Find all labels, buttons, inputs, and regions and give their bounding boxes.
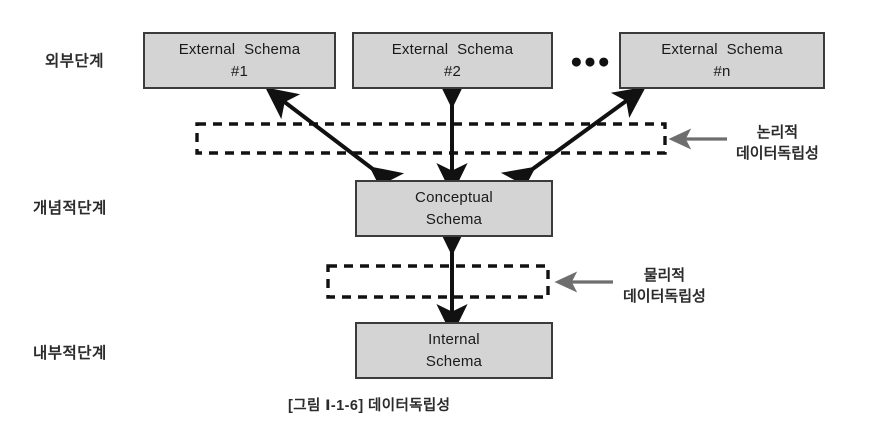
external-schema-n-line2: #n (713, 62, 731, 80)
physical-independence-line1: 물리적 (643, 267, 686, 284)
logical-independence-line2: 데이터독립성 (736, 145, 819, 162)
external-schema-1-box: External Schema #1 (143, 32, 336, 89)
stage-label-internal: 내부적단계 (33, 345, 107, 362)
internal-schema-box: Internal Schema (355, 322, 553, 379)
internal-schema-line2: Schema (425, 352, 483, 370)
logical-independence-dashed-region (195, 122, 667, 155)
stage-label-external: 외부단계 (45, 53, 105, 70)
arrow-external1-conceptual (265, 87, 405, 199)
external-schema-1-line1: External Schema (178, 40, 301, 58)
logical-independence-annotation: 논리적 데이터독립성 (736, 122, 819, 164)
logical-independence-line1: 논리적 (756, 124, 799, 141)
external-schema-1-line2: #1 (230, 62, 249, 80)
conceptual-schema-line1: Conceptual (415, 188, 493, 206)
arrow-externaln-conceptual (500, 86, 646, 199)
ellipsis-more-schemas: ●●● (570, 50, 612, 73)
figure-caption: [그림 Ⅰ-1-6] 데이터독립성 (288, 398, 451, 414)
external-schema-2-line2: #2 (443, 62, 462, 80)
conceptual-schema-line2: Schema (425, 210, 483, 228)
stage-label-conceptual: 개념적단계 (33, 200, 107, 217)
external-schema-2-line1: External Schema (391, 40, 514, 58)
internal-schema-line1: Internal (428, 330, 480, 348)
physical-independence-line2: 데이터독립성 (623, 288, 706, 305)
external-schema-n-line1: External Schema (661, 40, 783, 58)
external-schema-n-box: External Schema #n (619, 32, 825, 89)
physical-independence-dashed-region (326, 264, 550, 299)
physical-independence-annotation: 물리적 데이터독립성 (623, 265, 706, 307)
external-schema-2-box: External Schema #2 (352, 32, 553, 89)
conceptual-schema-box: Conceptual Schema (355, 180, 553, 237)
